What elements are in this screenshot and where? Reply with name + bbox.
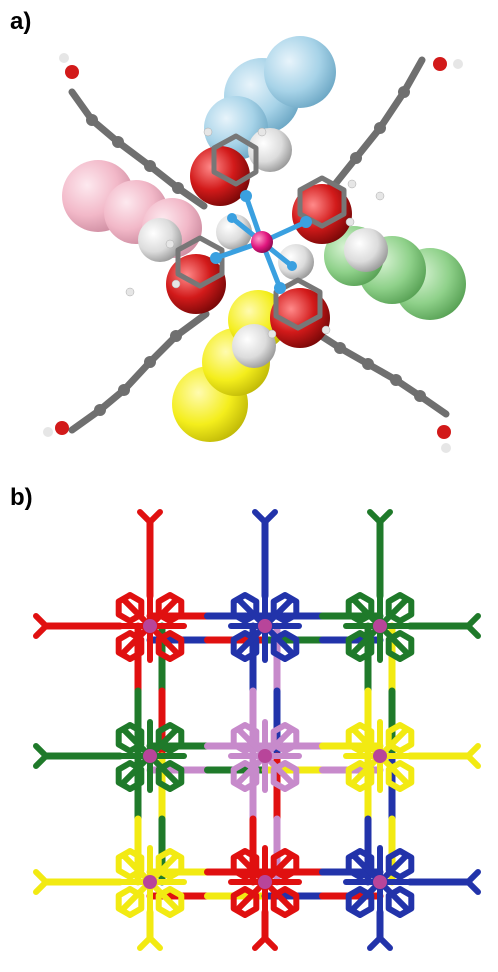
network-metal-atom [143,619,157,633]
network-ring [230,592,260,624]
network-arm-fork [33,623,49,639]
hydrogen-spheres [138,128,388,368]
network-arm-fork [33,879,49,895]
network-metal-atom [373,875,387,889]
network-metal-atom [143,749,157,763]
network-metal-atom [373,749,387,763]
network-arm-fork [147,935,163,951]
network-ring [385,630,415,662]
network-nodes [113,589,417,919]
coordination-network-figure [33,509,481,951]
panel-a-label: a) [10,8,32,35]
network-ring [115,760,145,792]
network-arm-fork [33,753,49,769]
chain-atoms [86,86,426,416]
network-ring [230,886,260,918]
network-ring [230,722,260,754]
network-ring [115,630,145,662]
network-ring [115,722,145,754]
network-node [343,719,417,793]
network-ring [345,886,375,918]
network-ring [115,592,145,624]
network-ring [115,886,145,918]
network-ring [385,722,415,754]
molecular-structure-figure [43,36,466,453]
small-hydrogens [125,127,385,339]
network-ring [385,886,415,918]
network-ring [155,592,185,624]
network-arm-fork [137,509,153,525]
network-node [228,719,302,793]
network-ring [345,848,375,880]
network-ring [115,848,145,880]
network-node [343,589,417,663]
network-node [113,719,187,793]
network-ring [155,886,185,918]
network-ring [270,760,300,792]
space-filling-group-blue [204,36,336,160]
network-metal-atom [258,875,272,889]
network-node [343,845,417,919]
network-ring [270,630,300,662]
metal-center-atom [251,231,273,253]
network-ring [270,722,300,754]
network-metal-atom [258,749,272,763]
network-node [228,845,302,919]
network-ring [385,848,415,880]
panel-b-label: b) [10,484,33,511]
network-metal-atom [143,875,157,889]
network-node [228,589,302,663]
network-ring [270,848,300,880]
network-metal-atom [373,619,387,633]
network-ring [155,722,185,754]
network-arm-fork [252,509,268,525]
ring-sticks [175,133,347,331]
network-ring [230,760,260,792]
network-ring [270,886,300,918]
network-node [113,589,187,663]
network-ring [230,848,260,880]
network-ring [345,722,375,754]
nitrogen-atoms [210,190,312,294]
network-ring [155,760,185,792]
network-ring [385,592,415,624]
network-arm-fork [377,935,393,951]
network-ring [155,630,185,662]
oxygen-spheres [166,146,352,348]
network-ring [155,848,185,880]
network-ring [345,760,375,792]
network-ring [345,592,375,624]
hydroxyl-groups [43,53,463,453]
network-arm-fork [262,935,278,951]
network-arm-fork [367,509,383,525]
network-ring [345,630,375,662]
network-ring [230,630,260,662]
network-metal-atom [258,619,272,633]
network-ring [385,760,415,792]
network-node [113,845,187,919]
network-ring [270,592,300,624]
network-arm-fork [465,743,481,759]
network-arm-fork [465,613,481,629]
space-filling-group-green [324,226,466,320]
network-arm-fork [465,869,481,885]
